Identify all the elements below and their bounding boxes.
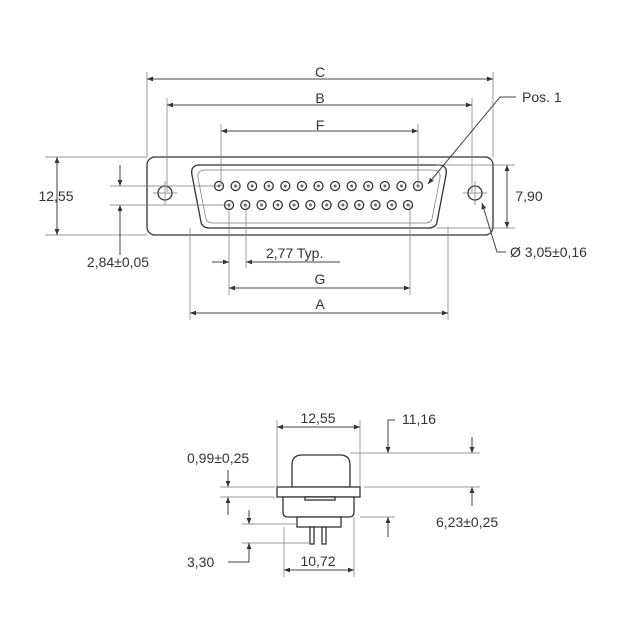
insulator-base — [296, 516, 342, 528]
pin-length-label: 3,30 — [187, 554, 214, 570]
pin-center — [366, 184, 370, 188]
pin-center — [276, 203, 280, 207]
pin-center — [292, 203, 296, 207]
hole-diameter-label: Ø 3,05±0,16 — [510, 244, 587, 260]
pitch-label: 2,77 Typ. — [266, 245, 323, 261]
pin-center — [267, 184, 271, 188]
pin-center — [283, 184, 287, 188]
height-label: 12,55 — [38, 188, 73, 204]
top-view: C B F A G 2,77 Typ. 12,55 2,84±0,05 7,90… — [38, 64, 587, 320]
body-label: 6,23±0,25 — [436, 514, 498, 530]
d-shell — [191, 164, 447, 229]
row-spacing-label: 2,84±0,05 — [87, 254, 149, 270]
pin-center — [341, 203, 345, 207]
pin-right — [321, 526, 327, 545]
dim-g-label: G — [315, 271, 326, 287]
pin-center — [390, 203, 394, 207]
pin-center — [357, 203, 361, 207]
pos1-label: Pos. 1 — [522, 89, 562, 105]
pin-center — [350, 184, 354, 188]
pin-center — [333, 184, 337, 188]
pin-center — [325, 203, 329, 207]
pin-center — [260, 203, 264, 207]
body — [282, 496, 355, 518]
pin-left — [309, 526, 315, 545]
shell-top — [291, 454, 351, 488]
pin-center — [308, 203, 312, 207]
width-bottom-label: 10,72 — [300, 553, 335, 569]
side-view: 12,55 11,16 0,99±0,25 6,23±0,25 3,30 10,… — [187, 410, 498, 577]
pin-center — [383, 184, 387, 188]
inner-height-label: 7,90 — [515, 188, 542, 204]
dim-c-label: C — [315, 64, 325, 80]
dim-f-label: F — [316, 117, 325, 133]
dim-a-label: A — [315, 296, 325, 312]
flange — [276, 486, 361, 498]
pin-center — [399, 184, 403, 188]
width-top-label: 12,55 — [300, 410, 335, 426]
pin-center — [373, 203, 377, 207]
pin-array — [213, 180, 424, 211]
pin-center — [317, 184, 320, 188]
flange-label: 0,99±0,25 — [187, 450, 249, 466]
pin-center — [300, 184, 304, 188]
pin-center — [250, 184, 254, 188]
pin-center — [234, 184, 238, 188]
height-total-label: 11,16 — [402, 411, 436, 427]
pin-center — [406, 203, 410, 207]
dim-b-label: B — [315, 90, 324, 106]
